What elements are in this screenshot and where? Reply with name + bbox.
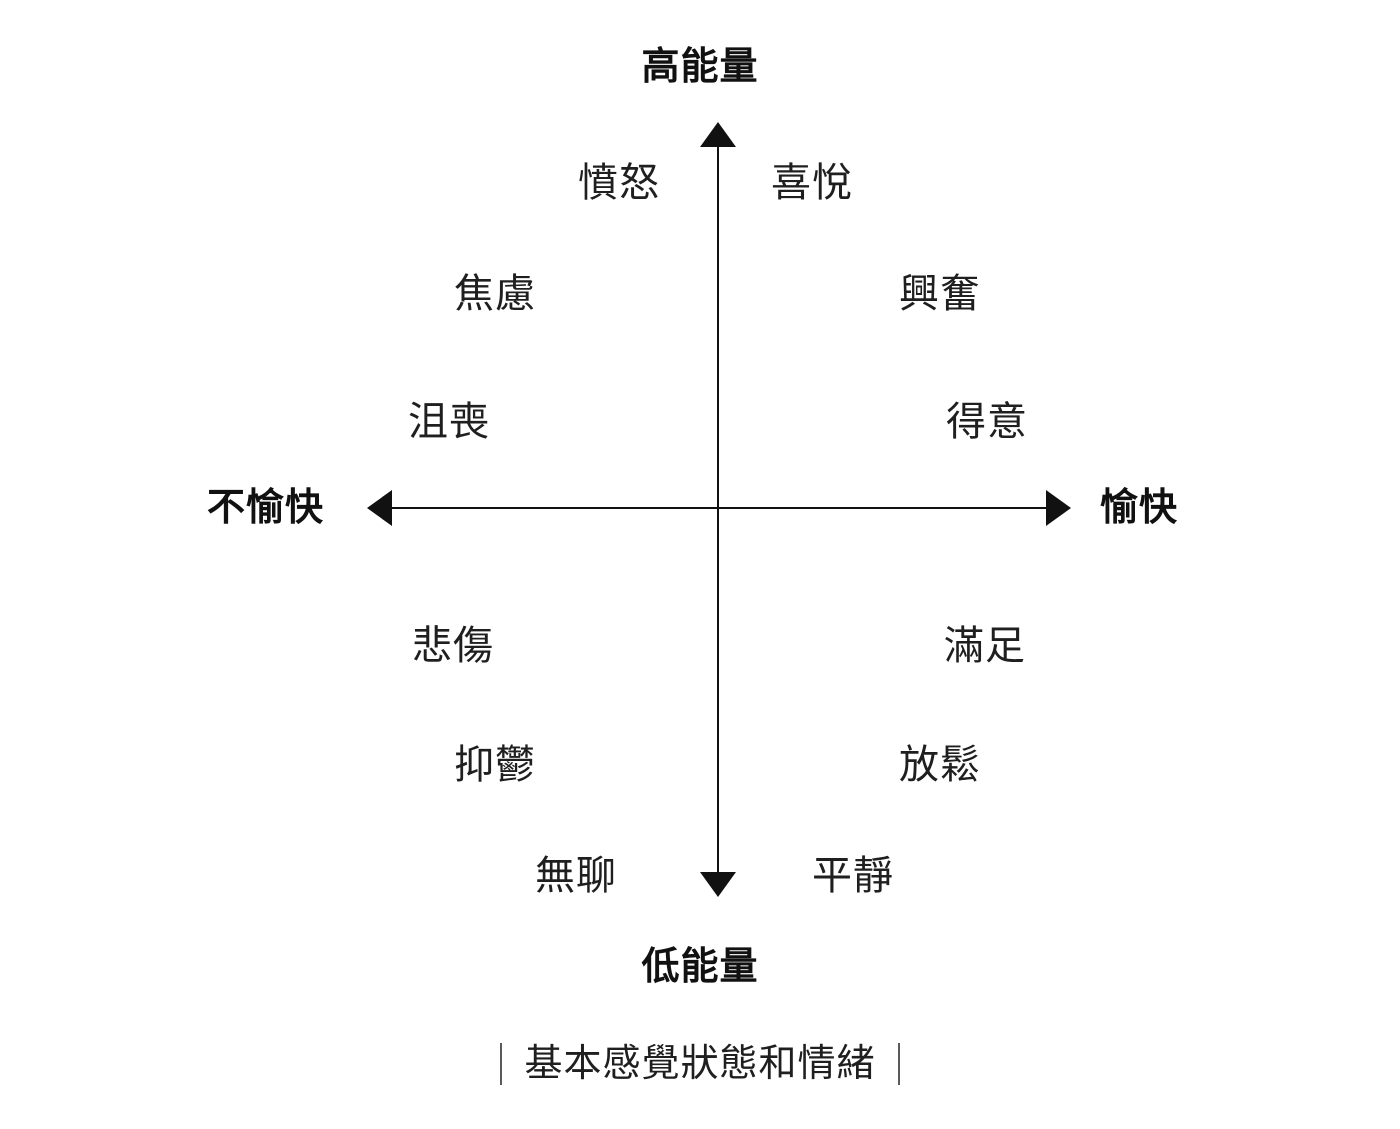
caption-rule-left: [500, 1043, 503, 1085]
emotion-label: 放鬆: [899, 743, 981, 787]
valence-axis-line: [382, 507, 1054, 509]
arrow-down-icon: [700, 872, 736, 897]
emotion-label: 滿足: [944, 624, 1026, 668]
emotion-label: 平靜: [812, 854, 894, 898]
arrow-up-icon: [700, 122, 736, 147]
emotion-label: 抑鬱: [454, 743, 536, 787]
emotion-label: 悲傷: [412, 624, 494, 668]
emotion-label: 沮喪: [408, 400, 490, 444]
emotion-label: 無聊: [535, 854, 617, 898]
caption-rule-right: [897, 1043, 900, 1085]
axis-label-high-energy: 高能量: [641, 46, 759, 88]
emotion-label: 興奮: [899, 272, 981, 316]
emotion-label: 得意: [946, 400, 1028, 444]
caption-text: 基本感覺狀態和情緒: [524, 1043, 876, 1085]
arrow-right-icon: [1046, 490, 1071, 526]
emotion-label: 喜悅: [771, 161, 853, 205]
axis-label-low-energy: 低能量: [641, 946, 759, 988]
arrow-left-icon: [367, 490, 392, 526]
energy-axis-line: [717, 140, 719, 885]
axis-label-pleasant: 愉快: [1100, 487, 1179, 529]
caption: 基本感覺狀態和情緒: [0, 1043, 1400, 1085]
emotion-label: 憤怒: [578, 161, 660, 205]
axis-label-unpleasant: 不愉快: [207, 487, 325, 529]
emotion-label: 焦慮: [454, 272, 536, 316]
